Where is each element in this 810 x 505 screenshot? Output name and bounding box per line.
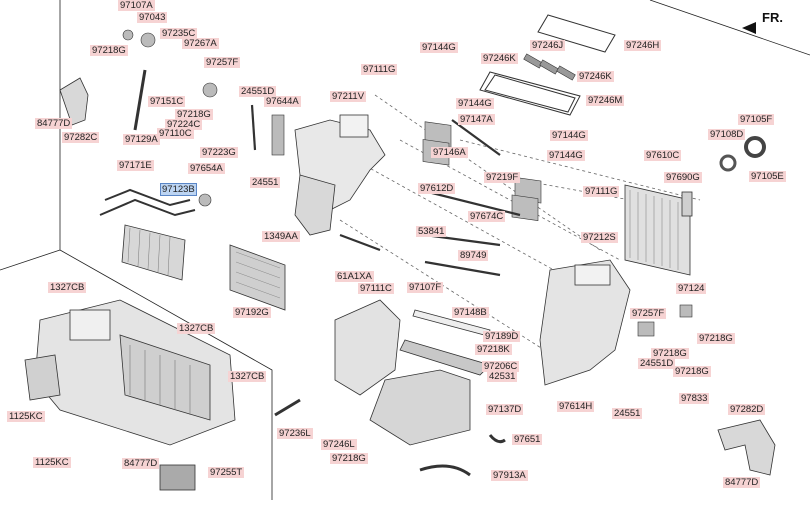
part-label-97218K[interactable]: 97218K [475,344,512,355]
part-label-97111G[interactable]: 97111G [583,186,620,197]
part-label-97651[interactable]: 97651 [512,434,543,445]
part-label-97246J[interactable]: 97246J [530,40,566,51]
part-label-97257F[interactable]: 97257F [630,308,667,319]
part-label-97913A[interactable]: 97913A [491,470,528,481]
filter-cover [159,464,196,491]
part-label-53841[interactable]: 53841 [416,226,447,237]
gaskets [479,14,616,116]
part-label-97111G[interactable]: 97111G [361,64,398,75]
lower-housing [334,299,491,446]
part-label-97224C[interactable]: 97224C [165,119,203,130]
part-label-97654A[interactable]: 97654A [188,163,225,174]
aspirator-duct [59,77,776,476]
part-label-97267A[interactable]: 97267A [182,38,219,49]
part-label-97218G[interactable]: 97218G [673,366,711,377]
part-label-1327CB[interactable]: 1327CB [228,371,267,382]
part-label-84777D[interactable]: 84777D [723,477,761,488]
part-label-97246H[interactable]: 97246H [624,40,662,51]
part-label-97219F[interactable]: 97219F [484,172,521,183]
part-label-97189D[interactable]: 97189D [483,331,521,342]
evaporator-core [624,184,693,276]
part-label-97148B[interactable]: 97148B [452,307,489,318]
part-label-97043[interactable]: 97043 [137,12,168,23]
part-label-97612D[interactable]: 97612D [418,183,456,194]
part-label-97223G[interactable]: 97223G [200,147,238,158]
part-label-97218G[interactable]: 97218G [175,109,213,120]
part-label-97212S[interactable]: 97212S [581,232,618,243]
part-label-97257F[interactable]: 97257F [204,57,241,68]
part-label-24551[interactable]: 24551 [612,408,643,419]
part-label-1349AA[interactable]: 1349AA [262,231,300,242]
part-label-97105E[interactable]: 97105E [749,171,786,182]
part-label-97246L[interactable]: 97246L [321,439,357,450]
part-label-61A1XA[interactable]: 61A1XA [335,271,374,282]
upper-housing [294,114,386,236]
part-label-97690G[interactable]: 97690G [664,172,702,183]
part-label-97218G[interactable]: 97218G [651,348,689,359]
part-label-97151C[interactable]: 97151C [148,96,186,107]
part-label-97146A[interactable]: 97146A [431,147,468,158]
part-label-97610C[interactable]: 97610C [644,150,682,161]
part-label-97833[interactable]: 97833 [679,393,710,404]
part-label-1125KC[interactable]: 1125KC [7,411,45,422]
part-label-97235C[interactable]: 97235C [160,28,198,39]
part-label-97246K[interactable]: 97246K [577,71,614,82]
part-label-97255T[interactable]: 97255T [208,467,245,478]
part-label-84777D[interactable]: 84777D [35,118,73,129]
part-label-97124[interactable]: 97124 [676,283,707,294]
part-label-97644A[interactable]: 97644A [264,96,301,107]
part-label-97144G[interactable]: 97144G [456,98,494,109]
part-label-97282D[interactable]: 97282D [728,404,766,415]
hvac-assembly [24,299,236,446]
heater-core [99,188,196,281]
front-arrow-icon [742,22,756,34]
part-label-97211V[interactable]: 97211V [330,91,367,102]
part-label-97206C[interactable]: 97206C [482,361,520,372]
part-label-97137D[interactable]: 97137D [486,404,524,415]
small-seals [523,53,576,81]
actuators [122,29,766,337]
part-label-97614H[interactable]: 97614H [557,401,595,412]
part-label-24551[interactable]: 24551 [250,177,281,188]
part-label-97144G[interactable]: 97144G [550,130,588,141]
part-label-97144G[interactable]: 97144G [547,150,585,161]
part-label-97107A[interactable]: 97107A [118,0,155,11]
part-label-97111C[interactable]: 97111C [358,283,394,294]
front-direction-label: FR. [762,10,783,25]
ptc-heater [229,244,286,311]
part-label-97107F[interactable]: 97107F [407,282,444,293]
part-label-97105F[interactable]: 97105F [738,114,775,125]
part-label-1125KC[interactable]: 1125KC [33,457,71,468]
part-label-97236L[interactable]: 97236L [277,428,313,439]
frame-right [649,0,810,56]
part-label-97218G[interactable]: 97218G [330,453,368,464]
part-label-97218G[interactable]: 97218G [697,333,735,344]
part-label-97123B-highlighted[interactable]: 97123B [160,183,197,196]
part-label-97110C[interactable]: 97110C [157,128,194,139]
part-label-24551D[interactable]: 24551D [638,358,676,369]
part-label-97171E[interactable]: 97171E [117,160,154,171]
part-label-97147A[interactable]: 97147A [458,114,495,125]
hoses [133,69,506,477]
part-label-84777D[interactable]: 84777D [122,458,160,469]
right-housing [539,259,631,386]
part-label-97282C[interactable]: 97282C [62,132,100,143]
inset-frame [0,249,61,271]
part-label-97246M[interactable]: 97246M [586,95,625,106]
part-label-24551D[interactable]: 24551D [239,86,277,97]
part-label-89749[interactable]: 89749 [458,250,489,261]
part-label-1327CB[interactable]: 1327CB [48,282,87,293]
part-label-97192G[interactable]: 97192G [233,307,271,318]
part-label-97246K[interactable]: 97246K [481,53,518,64]
part-label-42531[interactable]: 42531 [487,371,518,382]
part-label-1327CB[interactable]: 1327CB [177,323,216,334]
part-label-97218G[interactable]: 97218G [90,45,128,56]
part-label-97129A[interactable]: 97129A [123,134,160,145]
part-label-97674C[interactable]: 97674C [468,211,506,222]
part-label-97108D[interactable]: 97108D [708,129,746,140]
part-label-97144G[interactable]: 97144G [420,42,458,53]
